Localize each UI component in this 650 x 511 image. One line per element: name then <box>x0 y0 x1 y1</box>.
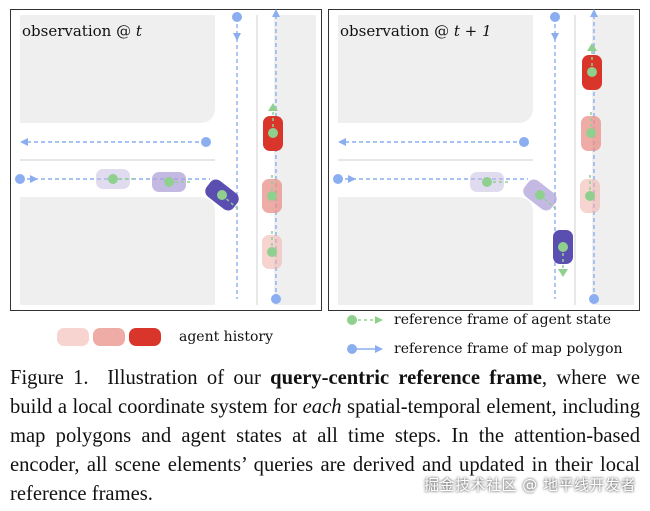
legend-agent-history: agent history <box>55 326 273 348</box>
green-frame-arrow-icon <box>347 315 383 325</box>
legend-label-agent-state: reference frame of agent state <box>394 312 612 328</box>
panel-title-t-plus-1: observation @ t + 1 <box>340 22 492 40</box>
caption-bold-term: query-centric reference frame <box>270 367 542 389</box>
legend-label-map-polygon: reference frame of map polygon <box>394 341 623 357</box>
figure-label: Figure 1. <box>10 367 89 389</box>
legend-label-agent-history: agent history <box>179 329 274 345</box>
scene-diagram-t-plus-1 <box>328 9 640 311</box>
scene-panel-t-plus-1: observation @ t + 1 <box>328 9 640 311</box>
watermark: 掘金技术社区 @ 地平线开发者 <box>423 476 636 494</box>
figure-caption: Figure 1. Illustration of our query-cent… <box>10 367 641 505</box>
road-block-bottom-left <box>20 197 215 305</box>
car-history-icon <box>57 328 161 346</box>
legend-agent-state: reference frame of agent state <box>346 312 611 328</box>
blue-frame-arrow-icon <box>347 344 383 354</box>
road-block-top-left <box>20 15 215 123</box>
scene-panel-t: observation @ t <box>10 9 322 311</box>
scene-diagram-t <box>10 9 322 311</box>
legend-map-polygon: reference frame of map polygon <box>346 341 623 357</box>
panel-title-t: observation @ t <box>22 22 142 40</box>
